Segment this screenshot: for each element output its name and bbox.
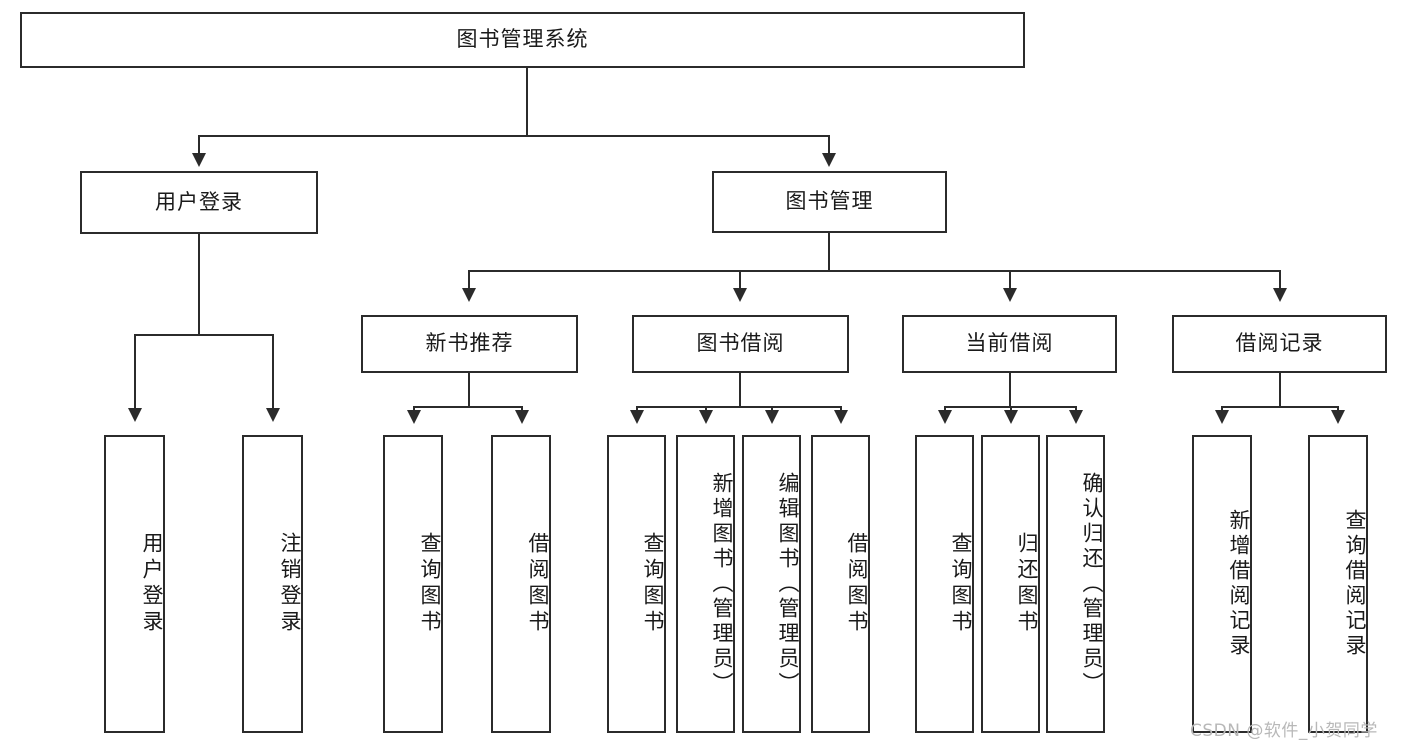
arrowhead-br-to-leaf-1 (1215, 410, 1229, 424)
connector-new-book-stem (468, 373, 470, 408)
node-label: 编辑图书（管理员） (776, 471, 800, 697)
leaf-return-book[interactable]: 归还图书 (981, 435, 1040, 733)
connector-bm-to-borrow-record (1279, 270, 1281, 290)
connector-cb-to-leaf-2 (1010, 406, 1012, 412)
node-label: 借阅图书 (845, 532, 869, 636)
connector-book-borrow-stem (739, 373, 741, 408)
connector-root-bus (198, 135, 830, 137)
connector-borrow-record-stem (1279, 373, 1281, 408)
connector-bm-to-book-borrow (739, 270, 741, 290)
node-label: 图书管理 (785, 189, 874, 214)
arrowhead-nb-to-leaf-1 (407, 410, 421, 424)
connector-bb-to-leaf-3 (771, 406, 773, 412)
arrowhead-cb-to-leaf-1 (938, 410, 952, 424)
leaf-edit-book[interactable]: 编辑图书（管理员） (742, 435, 801, 733)
arrowhead-cb-to-leaf-3 (1069, 410, 1083, 424)
node-label: 查询图书 (641, 532, 665, 636)
connector-borrow-record-bus (1221, 406, 1339, 408)
node-borrow-record[interactable]: 借阅记录 (1172, 315, 1387, 373)
connector-root-to-book-management (828, 135, 830, 155)
connector-user-login-bus (134, 334, 274, 336)
node-label: 当前借阅 (965, 331, 1054, 356)
leaf-borrow-book-2[interactable]: 借阅图书 (811, 435, 870, 733)
leaf-logout-login[interactable]: 注销登录 (242, 435, 303, 733)
leaf-query-book-3[interactable]: 查询图书 (915, 435, 974, 733)
connector-br-to-leaf-2 (1337, 406, 1339, 412)
arrowhead-bb-to-leaf-4 (834, 410, 848, 424)
arrowhead-root-to-book-management (822, 153, 836, 167)
connector-user-login-stem (198, 234, 200, 336)
node-label: 归还图书 (1015, 532, 1039, 636)
node-current-borrow[interactable]: 当前借阅 (902, 315, 1117, 373)
leaf-add-record[interactable]: 新增借阅记录 (1192, 435, 1252, 733)
arrowhead-cb-to-leaf-2 (1004, 410, 1018, 424)
connector-bm-to-new-book (468, 270, 470, 290)
leaf-query-book-2[interactable]: 查询图书 (607, 435, 666, 733)
arrowhead-nb-to-leaf-2 (515, 410, 529, 424)
node-label: 新增借阅记录 (1227, 509, 1251, 659)
connector-bb-to-leaf-1 (636, 406, 638, 412)
node-label: 新增图书（管理员） (710, 471, 734, 697)
node-label: 借阅记录 (1235, 331, 1324, 356)
arrowhead-root-to-user-login (192, 153, 206, 167)
leaf-query-book-1[interactable]: 查询图书 (383, 435, 443, 733)
leaf-confirm-return[interactable]: 确认归还（管理员） (1046, 435, 1105, 733)
arrowhead-br-to-leaf-2 (1331, 410, 1345, 424)
connector-bb-to-leaf-2 (705, 406, 707, 412)
leaf-user-login[interactable]: 用户登录 (104, 435, 165, 733)
connector-nb-to-leaf-1 (413, 406, 415, 412)
node-label: 注销登录 (278, 532, 302, 636)
leaf-add-book[interactable]: 新增图书（管理员） (676, 435, 735, 733)
connector-bm-to-current-borrow (1009, 270, 1011, 290)
connector-user-login-to-leaf-1 (134, 334, 136, 410)
connector-book-management-stem (828, 233, 830, 271)
node-label: 用户登录 (155, 189, 243, 214)
node-label: 借阅图书 (526, 532, 550, 636)
leaf-borrow-book-1[interactable]: 借阅图书 (491, 435, 551, 733)
node-label: 图书管理系统 (456, 27, 589, 52)
connector-user-login-to-leaf-2 (272, 334, 274, 410)
connector-book-management-bus (468, 270, 1280, 272)
node-book-management-system[interactable]: 图书管理系统 (20, 12, 1025, 68)
arrowhead-user-login-to-leaf-2 (266, 408, 280, 422)
arrowhead-bm-to-book-borrow (733, 288, 747, 302)
arrowhead-bm-to-borrow-record (1273, 288, 1287, 302)
node-new-book-recommend[interactable]: 新书推荐 (361, 315, 578, 373)
connector-cb-to-leaf-3 (1075, 406, 1077, 412)
node-book-management[interactable]: 图书管理 (712, 171, 947, 233)
arrowhead-bm-to-new-book (462, 288, 476, 302)
connector-cb-to-leaf-1 (944, 406, 946, 412)
arrowhead-user-login-to-leaf-1 (128, 408, 142, 422)
node-label: 确认归还（管理员） (1080, 471, 1104, 697)
node-book-borrow[interactable]: 图书借阅 (632, 315, 849, 373)
node-label: 查询借阅记录 (1343, 509, 1367, 659)
connector-bb-to-leaf-4 (840, 406, 842, 412)
connector-root-to-user-login (198, 135, 200, 155)
connector-current-borrow-stem (1009, 373, 1011, 408)
node-label: 用户登录 (140, 532, 164, 636)
node-user-login[interactable]: 用户登录 (80, 171, 318, 234)
connector-root-stem (526, 68, 528, 136)
node-label: 查询图书 (949, 532, 973, 636)
connector-new-book-bus (413, 406, 523, 408)
arrowhead-bb-to-leaf-1 (630, 410, 644, 424)
node-label: 新书推荐 (425, 331, 514, 356)
connector-nb-to-leaf-2 (521, 406, 523, 412)
arrowhead-bm-to-current-borrow (1003, 288, 1017, 302)
arrowhead-bb-to-leaf-3 (765, 410, 779, 424)
connector-br-to-leaf-1 (1221, 406, 1223, 412)
connector-book-borrow-bus (636, 406, 842, 408)
node-label: 图书借阅 (696, 331, 785, 356)
arrowhead-bb-to-leaf-2 (699, 410, 713, 424)
leaf-query-record[interactable]: 查询借阅记录 (1308, 435, 1368, 733)
watermark-text: CSDN @软件_小贺同学 (1190, 721, 1378, 741)
node-label: 查询图书 (418, 532, 442, 636)
